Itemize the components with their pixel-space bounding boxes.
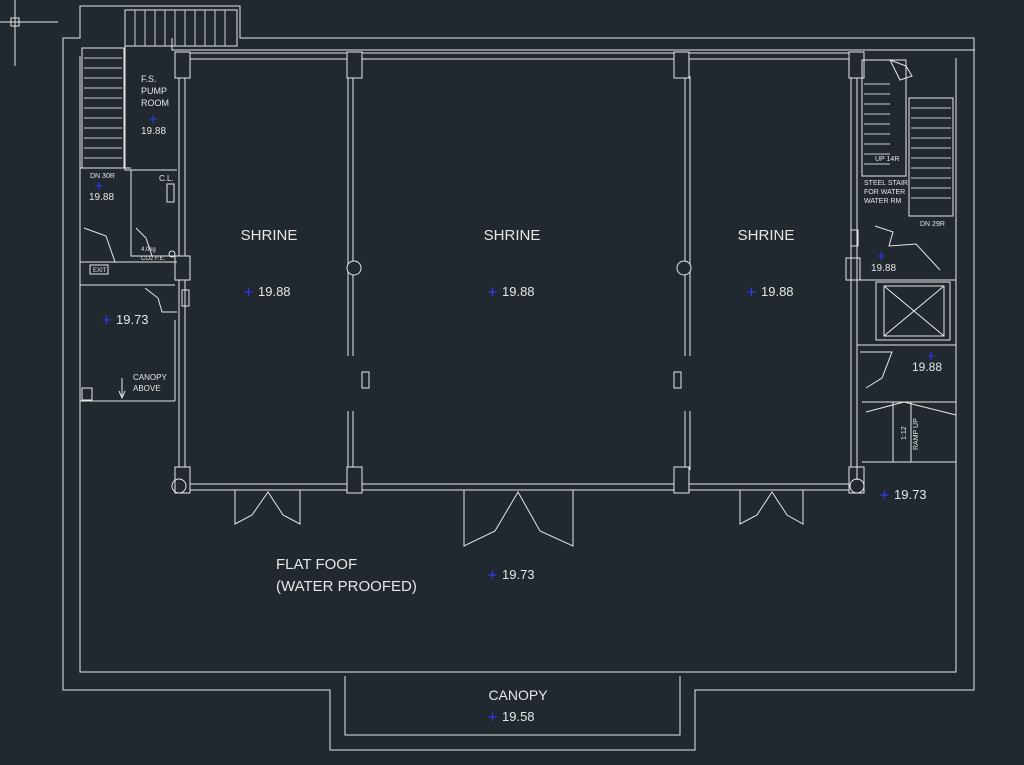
steel-stair-label-2: FOR WATER [864,189,905,196]
pump-room-label-2: PUMP [141,86,167,96]
level-flat-roof: 19.73 [502,567,535,582]
level-cross-icon: + [148,112,158,126]
left-service-core [80,9,238,402]
level-cross-icon: + [101,313,112,328]
steel-stair-label-1: STEEL STAIR [864,180,908,187]
level-shrine-right: 19.88 [761,284,794,299]
cl-label: C.L. [159,174,174,183]
flat-roof-label-2: (WATER PROOFED) [276,578,417,595]
svg-text:+: + [101,313,112,328]
level-cross-icon: + [243,285,254,300]
level-cross-icon: + [487,285,498,300]
annotation-labels: DN 30R DN 29R UP 14R EXIT C.L. 4.0kg CO2… [90,156,945,450]
level-cross-icon: + [487,568,498,583]
canopy-above-label-1: CANOPY [133,373,167,382]
ramp-slope-label: 1:12 [901,426,908,440]
ucs-crosshair-icon [0,0,58,66]
pump-room-label-1: F.S. [141,74,157,84]
canopy-label: CANOPY [488,687,548,703]
dn-left-label: DN 30R [90,173,115,180]
exit-label: EXIT [93,268,107,274]
level-cross-icon: + [746,285,757,300]
right-service-core [845,59,957,480]
level-cross-icon: + [879,488,890,503]
svg-text:+: + [746,285,757,300]
svg-text:+: + [243,285,254,300]
level-right-lift-lobby: 19.88 [912,360,942,374]
shrine-hall-walls [171,51,865,494]
south-doors [234,490,804,547]
extinguisher-label-2: CO2 F.E. [141,256,166,262]
level-cross-icon: + [926,349,936,363]
extinguisher-label-1: 4.0kg [141,247,156,253]
up-right-label: UP 14R [875,156,899,163]
level-pump: 19.88 [141,126,166,137]
flat-roof-label-1: FLAT FOOF [276,556,357,573]
room-labels: SHRINE SHRINE SHRINE F.S. PUMP ROOM FLAT… [133,74,908,703]
level-dn-left: 19.88 [89,192,114,203]
svg-text:+: + [879,488,890,503]
svg-text:+: + [94,179,104,193]
svg-text:+: + [876,249,886,263]
shrine-right-label: SHRINE [738,227,795,244]
ramp-label: RAMP UP [913,418,920,450]
outer-walls [62,5,975,751]
steel-stair-label-3: WATER RM [864,198,901,205]
level-cross-icon: + [487,710,498,725]
level-shrine-center: 19.88 [502,284,535,299]
canopy-above-label-2: ABOVE [133,384,161,393]
level-cross-icon: + [94,179,104,193]
level-shrine-left: 19.88 [258,284,291,299]
svg-text:+: + [926,349,936,363]
dn-right-label: DN 29R [920,221,945,228]
svg-text:+: + [487,285,498,300]
svg-text:+: + [148,112,158,126]
shrine-center-label: SHRINE [484,227,541,244]
level-right-stair: 19.88 [871,263,896,274]
level-markers: + 19.88 + 19.88 + 19.73 + 19.88 + 19.88 … [89,112,942,725]
svg-text:+: + [487,568,498,583]
level-cross-icon: + [876,249,886,263]
svg-text:+: + [487,710,498,725]
pump-room-label-3: ROOM [141,98,169,108]
level-canopy: 19.58 [502,709,535,724]
level-right-outside: 19.73 [894,487,927,502]
level-left-lobby: 19.73 [116,312,149,327]
shrine-left-label: SHRINE [241,227,298,244]
